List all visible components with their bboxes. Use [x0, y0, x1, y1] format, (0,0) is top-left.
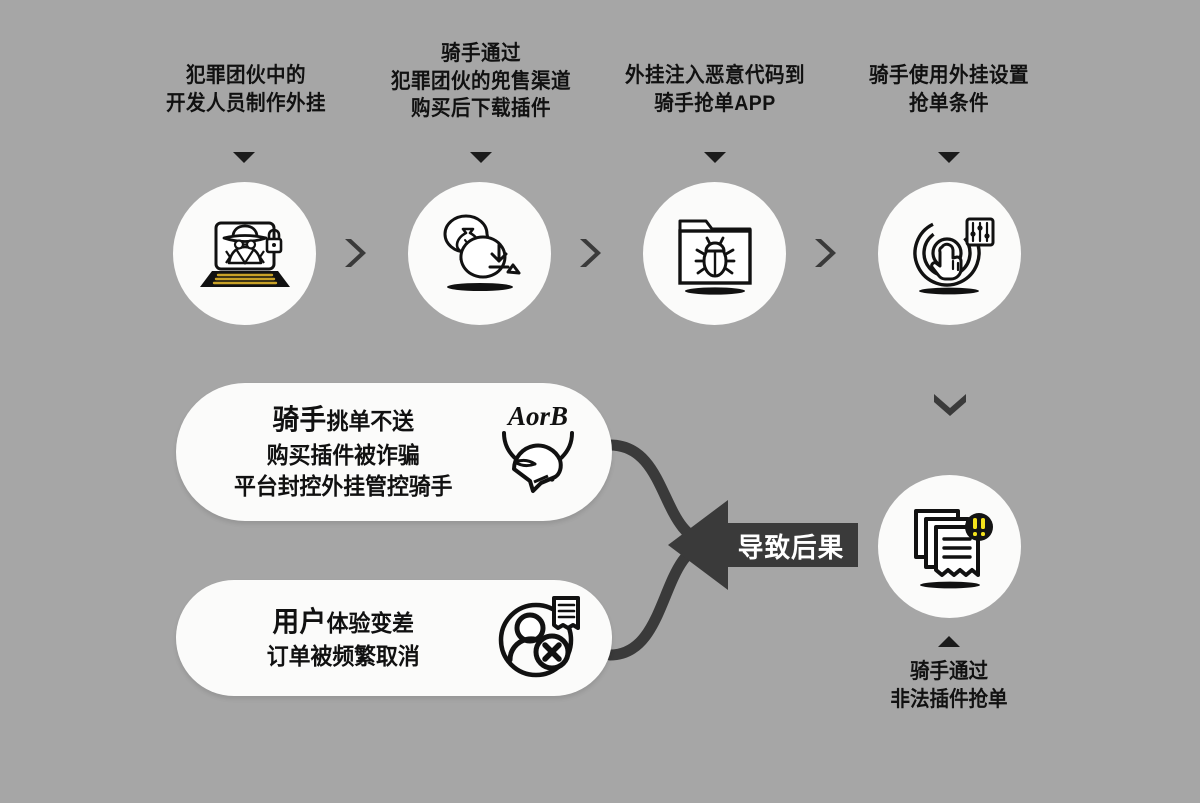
caret-up-icon: [938, 636, 960, 647]
step-icon-circle-3: [643, 182, 786, 325]
step-caption-4: 骑手使用外挂设置 抢单条件: [869, 64, 1029, 115]
consequence-line-1: 骑手挑单不送: [272, 403, 415, 435]
step-caption-3: 外挂注入恶意代码到 骑手抢单APP: [625, 64, 805, 115]
caret-down-icon-4: [938, 152, 960, 163]
consequence-card-user: 用户体验变差 订单被频繁取消: [176, 580, 612, 696]
user-cancel-order-icon: [498, 596, 580, 678]
caret-down-icon-2: [470, 152, 492, 163]
consequence-lead-1: 骑手: [272, 403, 327, 435]
helmet-aorb-icon: AorB: [502, 401, 574, 493]
chevron-right-icon-3: [808, 236, 842, 270]
step-icon-circle-2: [408, 182, 551, 325]
step-icon-circle-1: [173, 182, 316, 325]
caret-down-icon-3: [704, 152, 726, 163]
hacker-laptop-icon: [199, 221, 290, 287]
result-caption: 骑手通过 非法插件抢单: [890, 660, 1008, 712]
step-icon-circle-4: [878, 182, 1021, 325]
stacked-orders-alert-icon: [913, 508, 993, 588]
caret-down-icon-1: [233, 152, 255, 163]
leads-to-arrow: [668, 500, 858, 590]
consequence-card-rider-text: 骑手挑单不送 购买插件被诈骗 平台封控外挂管控骑手: [184, 401, 475, 503]
chevron-right-icon-1: [338, 236, 372, 270]
consequence-card-rider: 骑手挑单不送 购买插件被诈骗 平台封控外挂管控骑手 AorB: [176, 383, 612, 521]
step-caption-1: 犯罪团伙中的 开发人员制作外挂: [166, 64, 326, 115]
chat-money-download-icon: [443, 214, 520, 291]
tap-target-settings-icon: [912, 217, 994, 294]
step-caption-2: 骑手通过 犯罪团伙的兜售渠道 购买后下载插件: [391, 42, 571, 121]
consequence-lead-2: 用户: [272, 605, 327, 637]
consequence-line-3: 平台封控外挂管控骑手: [234, 473, 453, 500]
consequence-card-user-text: 用户体验变差 订单被频繁取消: [184, 603, 475, 673]
aorb-text: AorB: [506, 401, 568, 431]
consequence-line-5: 订单被频繁取消: [266, 643, 420, 670]
folder-bug-icon: [677, 219, 752, 295]
consequence-icon-slot-1: AorB: [482, 399, 612, 505]
result-icon-circle: [878, 475, 1021, 618]
consequence-line-4: 用户体验变差: [272, 605, 415, 637]
chevron-right-icon-2: [573, 236, 607, 270]
chevron-down-icon: [931, 392, 969, 418]
consequence-line-2: 购买插件被诈骗: [266, 441, 420, 468]
consequence-icon-slot-2: [482, 590, 612, 686]
